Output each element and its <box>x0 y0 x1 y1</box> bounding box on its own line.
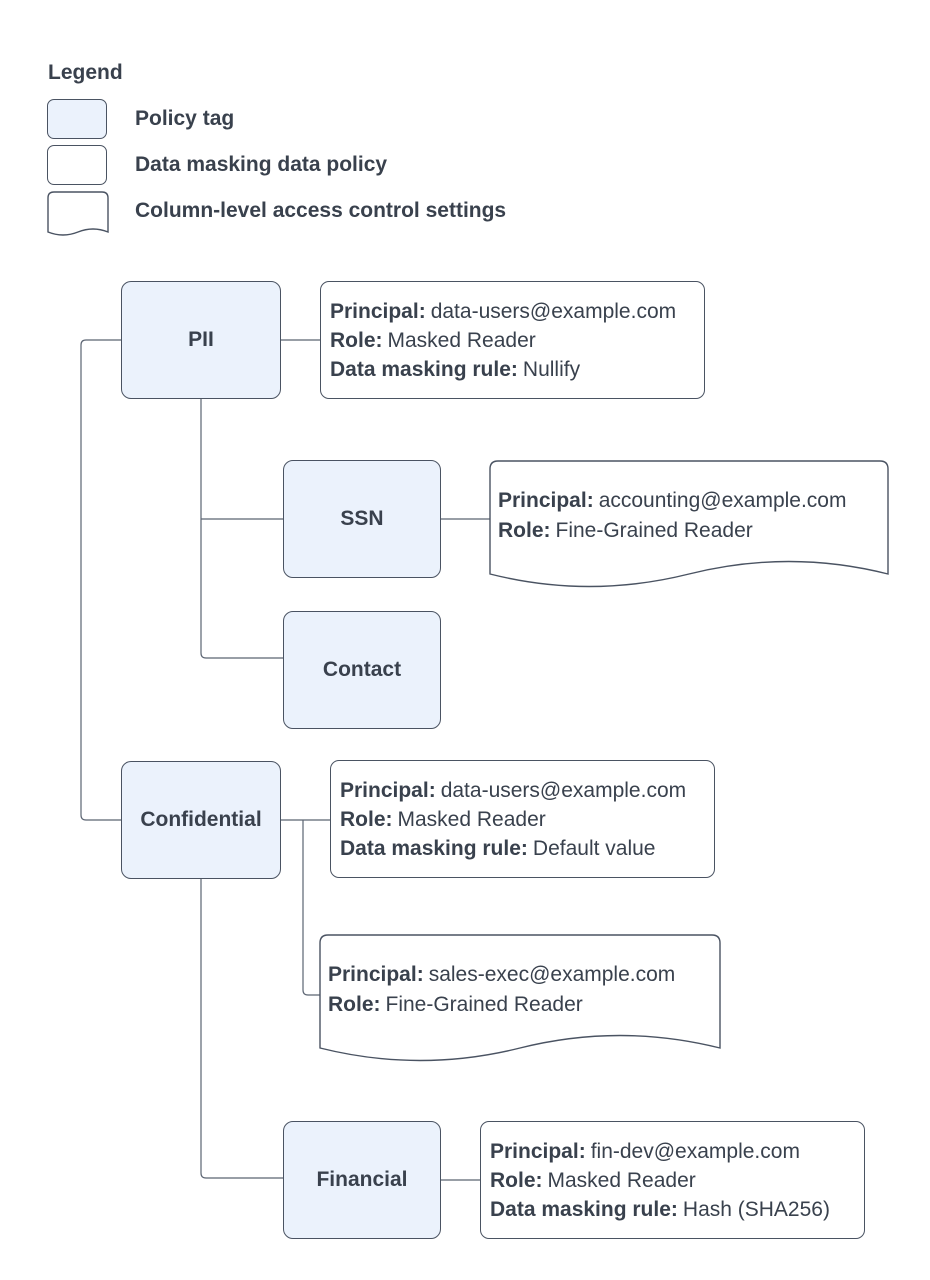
policy-field-masking-rule: Data masking rule:Hash (SHA256) <box>490 1195 858 1224</box>
data-masking-policy-confidential: Principal:data-users@example.com Role:Ma… <box>330 760 715 878</box>
document-shape-icon <box>47 191 109 236</box>
policy-tag-financial: Financial <box>283 1121 441 1239</box>
field-label: Role: <box>340 807 393 831</box>
connector-pii-to-confidential <box>80 339 121 821</box>
field-value: Fine-Grained Reader <box>555 519 753 542</box>
legend-swatch-data-masking-policy <box>47 145 107 185</box>
legend-label-access-control: Column-level access control settings <box>135 199 507 222</box>
legend-swatch-policy-tag <box>47 99 107 139</box>
field-label: Role: <box>328 993 381 1016</box>
field-value: accounting@example.com <box>598 489 847 512</box>
field-label: Principal: <box>498 489 594 512</box>
field-label: Principal: <box>328 963 424 986</box>
policy-field-masking-rule: Data masking rule:Default value <box>340 834 708 863</box>
policy-field-role: Role:Masked Reader <box>490 1166 858 1195</box>
access-control-settings-ssn: Principal:accounting@example.com Role:Fi… <box>490 461 886 571</box>
policy-field-role: Role:Masked Reader <box>330 326 698 355</box>
field-label: Principal: <box>490 1139 586 1163</box>
field-value: Masked Reader <box>387 328 536 352</box>
field-value: Fine-Grained Reader <box>385 993 583 1016</box>
field-label: Role: <box>498 519 551 542</box>
field-label: Data masking rule: <box>330 357 518 381</box>
field-value: Masked Reader <box>547 1168 696 1192</box>
connector-pii-to-contact <box>200 399 283 659</box>
data-masking-policy-pii: Principal:data-users@example.com Role:Ma… <box>320 281 705 399</box>
policy-tag-label-contact: Contact <box>322 658 402 681</box>
field-value: data-users@example.com <box>440 778 687 802</box>
policy-tag-label-pii: PII <box>188 328 214 351</box>
legend-label-policy-tag: Policy tag <box>135 107 235 130</box>
connector-confidential-to-access-settings <box>302 820 320 996</box>
data-masking-policy-financial: Principal:fin-dev@example.com Role:Maske… <box>480 1121 865 1239</box>
policy-field-principal: Principal:accounting@example.com <box>498 486 886 516</box>
field-label: Principal: <box>330 299 426 323</box>
field-label: Data masking rule: <box>340 836 528 860</box>
connector-confidential-to-financial <box>200 879 283 1179</box>
policy-tag-contact: Contact <box>283 611 441 729</box>
policy-field-principal: Principal:data-users@example.com <box>330 297 698 326</box>
legend-title: Legend <box>48 61 123 84</box>
policy-field-role: Role:Fine-Grained Reader <box>498 516 886 546</box>
field-value: fin-dev@example.com <box>590 1139 800 1163</box>
policy-tag-label-ssn: SSN <box>340 507 384 530</box>
access-control-shape-confidential <box>319 934 721 1062</box>
policy-field-principal: Principal:data-users@example.com <box>340 776 708 805</box>
policy-tag-confidential: Confidential <box>121 761 281 879</box>
policy-field-masking-rule: Data masking rule:Nullify <box>330 355 698 384</box>
policy-tag-ssn: SSN <box>283 460 441 578</box>
field-value: Default value <box>532 836 656 860</box>
field-value: sales-exec@example.com <box>428 963 676 986</box>
field-value: Hash (SHA256) <box>682 1197 830 1221</box>
field-value: Nullify <box>522 357 581 381</box>
policy-tag-label-financial: Financial <box>316 1168 408 1191</box>
access-control-shape-ssn <box>489 460 889 588</box>
field-label: Principal: <box>340 778 436 802</box>
field-label: Role: <box>330 328 383 352</box>
legend-label-data-masking-policy: Data masking data policy <box>135 153 388 176</box>
policy-field-principal: Principal:sales-exec@example.com <box>328 960 718 990</box>
policy-tag-pii: PII <box>121 281 281 399</box>
policy-tag-label-confidential: Confidential <box>140 808 262 831</box>
field-value: Masked Reader <box>397 807 546 831</box>
access-control-settings-confidential: Principal:sales-exec@example.com Role:Fi… <box>320 935 718 1045</box>
field-value: data-users@example.com <box>430 299 677 323</box>
legend-swatch-access-control <box>47 191 109 236</box>
policy-field-role: Role:Fine-Grained Reader <box>328 990 718 1020</box>
field-label: Data masking rule: <box>490 1197 678 1221</box>
field-label: Role: <box>490 1168 543 1192</box>
policy-field-role: Role:Masked Reader <box>340 805 708 834</box>
policy-field-principal: Principal:fin-dev@example.com <box>490 1137 858 1166</box>
